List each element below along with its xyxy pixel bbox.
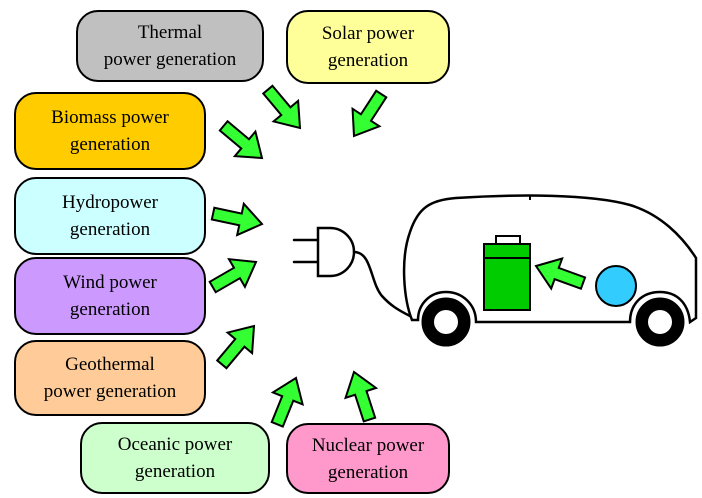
plug-icon: [292, 226, 412, 318]
geothermal-power-box: Geothermal power generation: [14, 340, 206, 416]
biomass-power-box: Biomass power generation: [14, 92, 206, 170]
motor-icon: [595, 265, 637, 307]
thermal-power-box: Thermal power generation: [76, 10, 264, 82]
arrow-wind: [203, 247, 265, 302]
battery-icon: [483, 235, 531, 311]
solar-power-box: Solar power generation: [286, 10, 450, 84]
arrow-nuclear: [337, 366, 386, 426]
arrow-geothermal: [208, 314, 268, 376]
arrow-solar: [339, 84, 396, 146]
arrow-oceanic: [261, 371, 312, 432]
arrow-biomass: [212, 112, 274, 172]
wheel-icon: [635, 297, 685, 347]
wheel-icon: [421, 297, 471, 347]
arrow-thermal: [254, 78, 314, 140]
arrow-hydro: [208, 196, 267, 241]
nuclear-power-box: Nuclear power generation: [286, 423, 450, 494]
oceanic-power-box: Oceanic power generation: [80, 422, 270, 494]
wind-power-box: Wind power generation: [14, 257, 206, 335]
hydropower-box: Hydropower generation: [14, 177, 206, 255]
